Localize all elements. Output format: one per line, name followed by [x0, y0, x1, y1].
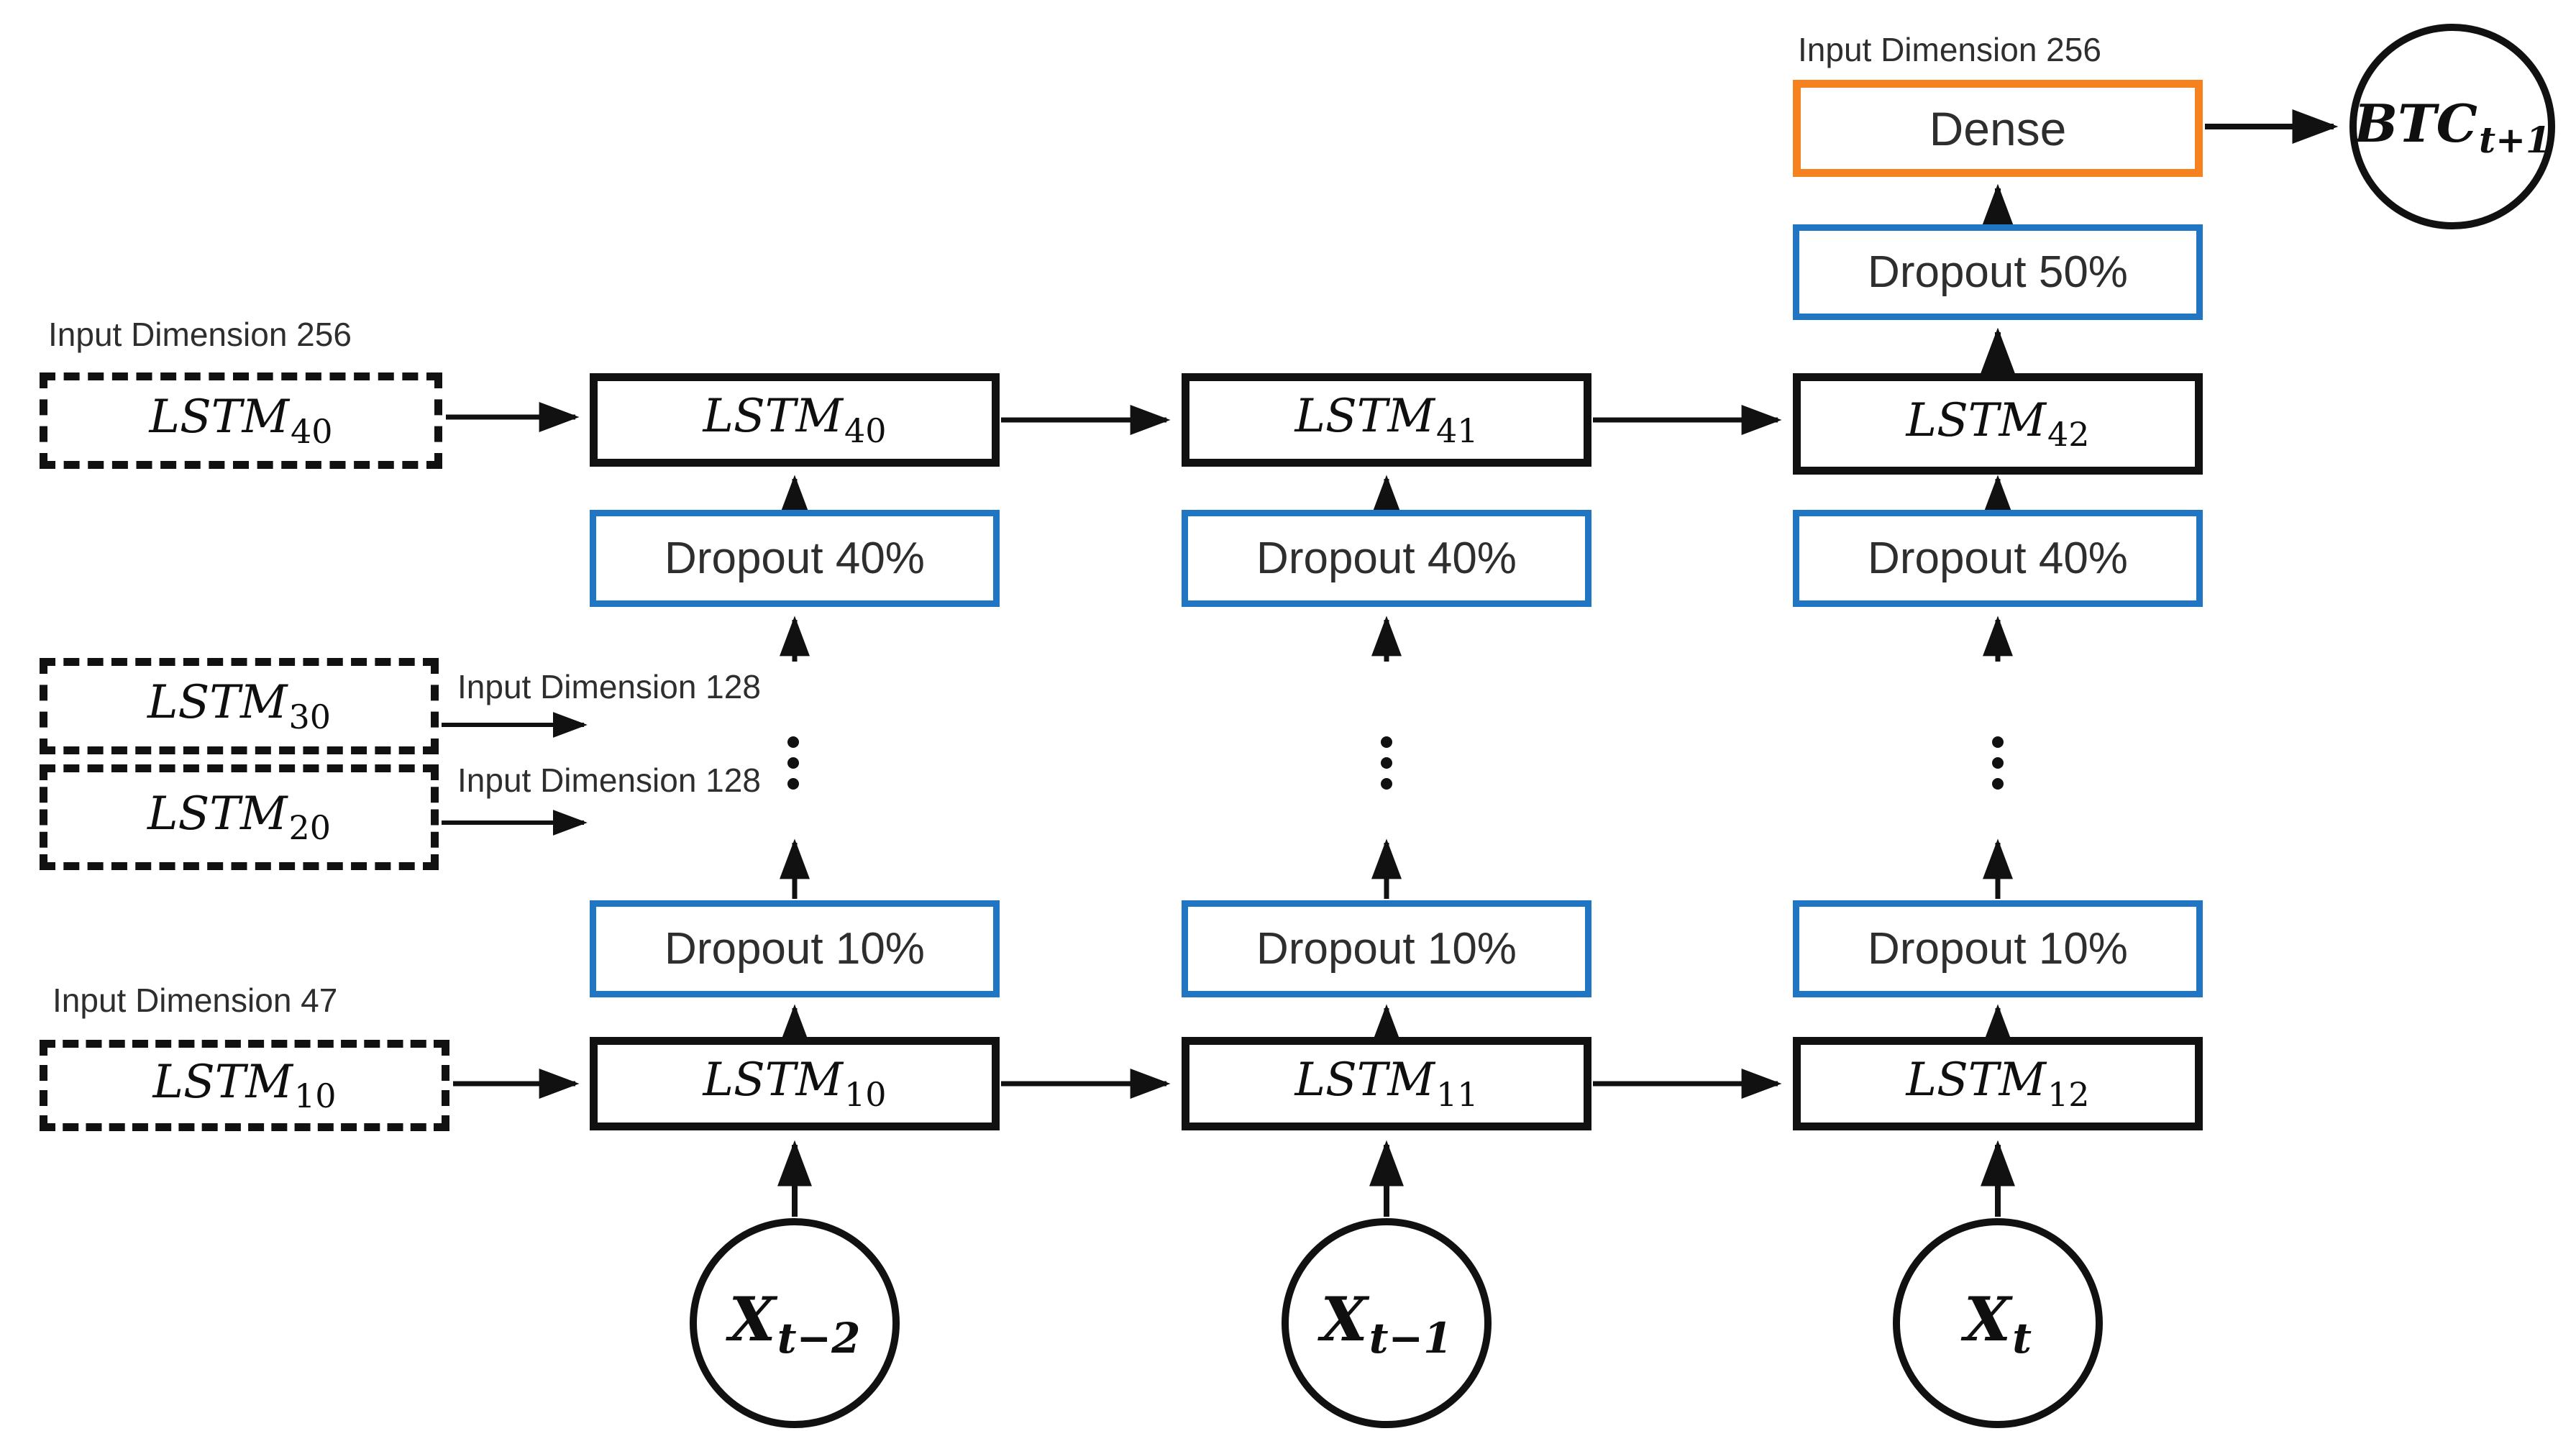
label-input-dimension-128-bottom: Input Dimension 128 [457, 762, 761, 799]
dropout10-box-t0: Dropout 10% [590, 900, 1000, 997]
input-node-x-t-minus-2: Xt−2 [690, 1218, 900, 1428]
output-node-btc: BTCt+1 [2349, 24, 2555, 229]
input-layer-box-lstm10: LSTM10 [40, 1040, 449, 1131]
label-input-dimension-47: Input Dimension 47 [52, 982, 338, 1019]
input-layer-box-lstm40: LSTM40 [40, 372, 442, 469]
btc-label: BTCt+1 [2354, 92, 2551, 161]
dropout10-box-t2: Dropout 10% [1793, 900, 2203, 997]
x-t-label: Xt [1964, 1283, 2032, 1363]
ellipsis-dots-column3 [1992, 736, 2004, 790]
input-layer-label-lstm30: LSTM30 [147, 676, 332, 736]
input-layer-label-lstm40: LSTM40 [149, 390, 333, 451]
lstm41-box: LSTM41 [1182, 373, 1591, 467]
x-t-minus-1-label: Xt−1 [1320, 1283, 1453, 1363]
lstm11-label: LSTM11 [1294, 1053, 1479, 1114]
dense-label: Dense [1929, 101, 2067, 155]
lstm12-label: LSTM12 [1906, 1053, 2090, 1114]
input-layer-label-lstm10: LSTM10 [152, 1055, 337, 1116]
dropout10-label-t2: Dropout 10% [1868, 924, 2128, 974]
dropout10-label-t1: Dropout 10% [1256, 924, 1517, 974]
ellipsis-dots-column1 [787, 736, 799, 790]
dropout40-label-t2: Dropout 40% [1868, 534, 2128, 583]
ellipsis-dots-column2 [1381, 736, 1392, 790]
input-node-x-t: Xt [1893, 1218, 2103, 1428]
dropout10-box-t1: Dropout 10% [1182, 900, 1591, 997]
dropout40-box-t1: Dropout 40% [1182, 510, 1591, 607]
lstm42-box: LSTM42 [1793, 373, 2203, 475]
label-input-dimension-256-output: Input Dimension 256 [1798, 31, 2101, 68]
input-layer-box-lstm20: LSTM20 [40, 764, 439, 870]
dropout40-box-t0: Dropout 40% [590, 510, 1000, 607]
label-input-dimension-256-left: Input Dimension 256 [48, 316, 352, 353]
dropout50-label: Dropout 50% [1868, 247, 2128, 297]
lstm10-box: LSTM10 [590, 1037, 1000, 1130]
input-node-x-t-minus-1: Xt−1 [1282, 1218, 1492, 1428]
lstm42-label: LSTM42 [1906, 393, 2090, 454]
lstm10-label: LSTM10 [703, 1053, 887, 1114]
dropout40-box-t2: Dropout 40% [1793, 510, 2203, 607]
lstm40-label: LSTM40 [703, 390, 887, 450]
lstm12-box: LSTM12 [1793, 1037, 2203, 1130]
lstm11-box: LSTM11 [1182, 1037, 1591, 1130]
dropout40-label-t1: Dropout 40% [1256, 534, 1517, 583]
input-layer-label-lstm20: LSTM20 [147, 787, 332, 848]
dropout40-label-t0: Dropout 40% [664, 534, 925, 583]
x-t-minus-2-label: Xt−2 [729, 1283, 861, 1363]
dropout10-label-t0: Dropout 10% [664, 924, 925, 974]
input-layer-box-lstm30: LSTM30 [40, 658, 439, 754]
label-input-dimension-128-top: Input Dimension 128 [457, 668, 761, 705]
dense-box: Dense [1793, 80, 2203, 177]
dropout50-box: Dropout 50% [1793, 224, 2203, 320]
lstm40-box: LSTM40 [590, 373, 1000, 467]
lstm41-label: LSTM41 [1294, 390, 1479, 450]
